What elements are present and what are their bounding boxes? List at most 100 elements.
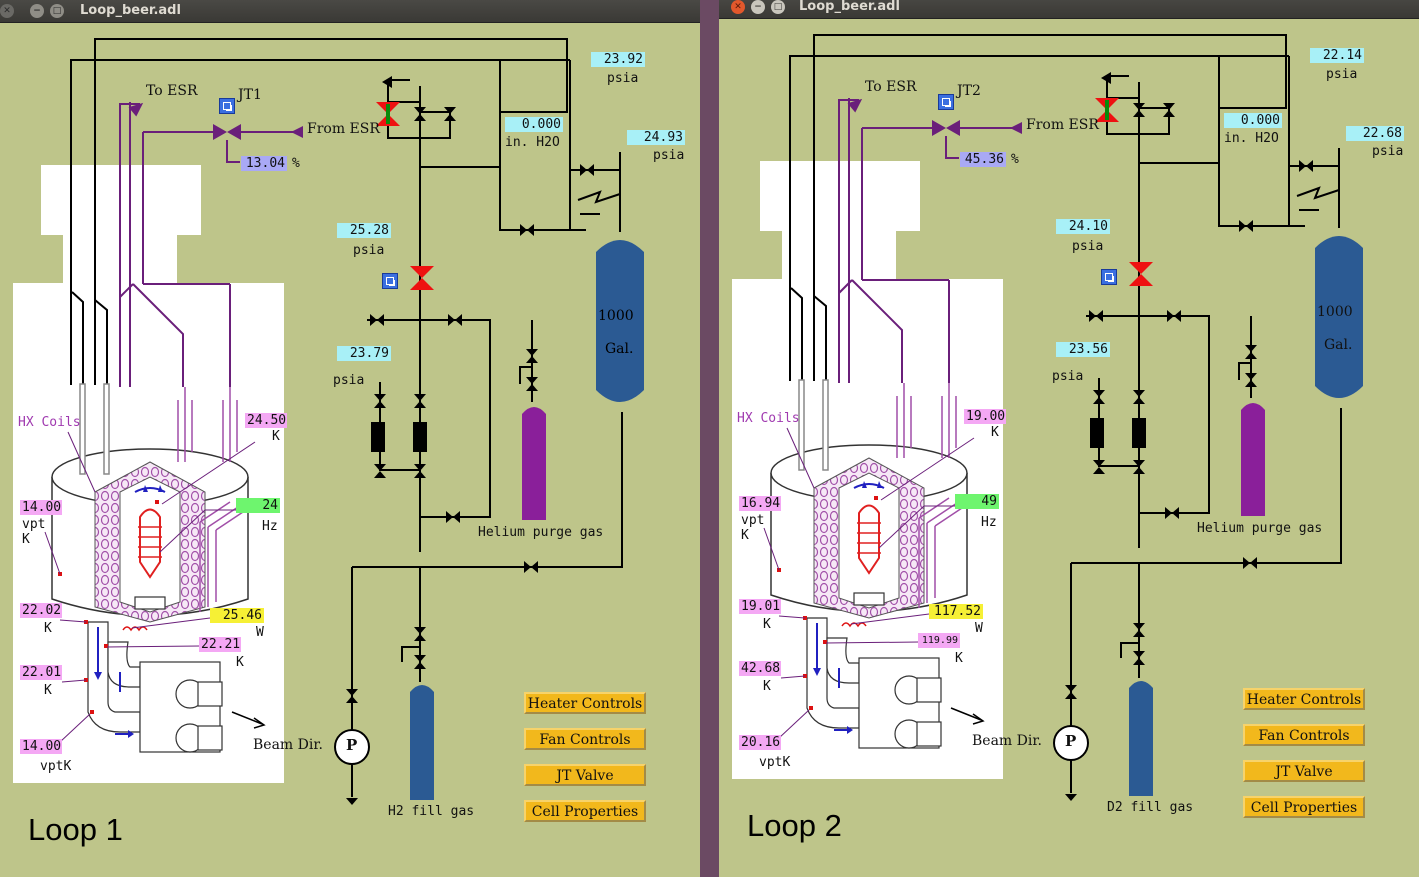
hx-temp-readout: 19.00 [964, 409, 1006, 424]
temp-b-unit: K [236, 655, 244, 670]
valve-control-button[interactable] [382, 273, 398, 289]
pump-label: P [1065, 732, 1077, 750]
temp-b-readout: 22.21 [199, 637, 241, 652]
titlebar[interactable]: ✕ − □ Loop_beer.adl [719, 0, 1419, 19]
jt-valve-control-button[interactable] [219, 98, 235, 114]
maximize-button[interactable]: □ [771, 0, 785, 14]
vpt-bottom-readout: 14.00 [20, 739, 62, 754]
psia-top-readout: 23.92 [591, 52, 645, 67]
heater-power-unit: W [975, 621, 983, 636]
psia-low-readout: 23.79 [337, 346, 391, 361]
psia-mid-unit: psia [353, 243, 385, 258]
schematic [732, 34, 1363, 801]
jt-valve-button[interactable]: JT Valve [1243, 760, 1365, 782]
heater-power-readout: 117.52 [929, 604, 983, 619]
fill-gas-bottle [410, 685, 434, 800]
window-loop-2: ✕ − □ Loop_beer.adl [719, 0, 1419, 877]
psia-top-readout: 22.14 [1310, 48, 1364, 63]
psia-right-unit: psia [653, 148, 685, 163]
vpt-top-readout: 16.94 [739, 496, 781, 511]
jt-percent-readout: 13.04 [241, 156, 287, 171]
in-h2o-unit: in. H2O [1224, 131, 1279, 146]
jt-percent-unit: % [1011, 152, 1019, 167]
hx-temp-unit: K [991, 425, 999, 440]
temp-c-unit: K [763, 679, 771, 694]
close-button[interactable]: ✕ [0, 4, 14, 18]
pump-label: P [346, 736, 358, 754]
window-title: Loop_beer.adl [799, 0, 900, 14]
from-esr-label: From ESR [1026, 117, 1099, 133]
jt-valve-button[interactable]: JT Valve [524, 764, 646, 786]
psia-right-readout: 24.93 [627, 130, 685, 145]
in-h2o-unit: in. H2O [505, 135, 560, 150]
helium-purge-label: Helium purge gas [1197, 521, 1323, 536]
temp-b-readout: 119.99 [918, 633, 960, 648]
maximize-button[interactable]: □ [50, 4, 64, 18]
loop-panel: To ESR From ESR JT2 45.36 % 22.14 psia 0… [719, 18, 1419, 873]
in-h2o-readout: 0.000 [1224, 113, 1282, 128]
cell-properties-button[interactable]: Cell Properties [524, 800, 646, 822]
minimize-button[interactable]: − [30, 4, 44, 18]
temp-b-unit: K [955, 651, 963, 666]
temp-a-unit: K [44, 621, 52, 636]
in-h2o-readout: 0.000 [505, 117, 563, 132]
psia-right-readout: 22.68 [1346, 126, 1404, 141]
helium-purge-label: Helium purge gas [478, 525, 604, 540]
temp-a-unit: K [763, 617, 771, 632]
schematic [13, 38, 644, 805]
fan-hz-readout: 24 [236, 498, 280, 513]
beam-dir-label: Beam Dir. [972, 733, 1042, 749]
fan-hz-readout: 49 [955, 494, 999, 509]
to-esr-label: To ESR [865, 79, 917, 95]
window-title: Loop_beer.adl [80, 3, 181, 18]
jt-percent-readout: 45.36 [960, 152, 1006, 167]
fan-controls-button[interactable]: Fan Controls [1243, 724, 1365, 746]
hx-coils-label: HX Coils [18, 415, 81, 430]
hx-temp-readout: 24.50 [245, 413, 287, 428]
cell-properties-button[interactable]: Cell Properties [1243, 796, 1365, 818]
heater-controls-button[interactable]: Heater Controls [1243, 688, 1365, 710]
fan-hz-unit: Hz [262, 519, 278, 534]
jt-name-label: JT2 [957, 83, 981, 99]
jt-percent-unit: % [292, 156, 300, 171]
hx-temp-unit: K [272, 429, 280, 444]
temp-a-readout: 19.01 [739, 599, 781, 614]
valve-control-button[interactable] [1101, 269, 1117, 285]
titlebar[interactable]: ✕ − □ Loop_beer.adl [0, 0, 700, 23]
heater-controls-button[interactable]: Heater Controls [524, 692, 646, 714]
tank-unit-label: Gal. [1324, 337, 1353, 353]
helium-bottle [522, 407, 546, 520]
psia-low-unit: psia [333, 373, 365, 388]
psia-low-unit: psia [1052, 369, 1084, 384]
target-cell-drawing [44, 383, 256, 753]
psia-right-unit: psia [1372, 144, 1404, 159]
psia-mid-readout: 24.10 [1056, 219, 1110, 234]
temp-a-readout: 22.02 [20, 603, 62, 618]
vpt-top-unit: vpt [741, 513, 765, 528]
vpt-top-unit: vpt [22, 517, 46, 532]
loop-label: Loop 2 [747, 808, 842, 843]
fan-hz-unit: Hz [981, 515, 997, 530]
fill-gas-label: D2 fill gas [1107, 800, 1194, 815]
window-loop-1: ✕ − □ Loop_beer.adl [0, 0, 700, 877]
temp-c-readout: 42.68 [739, 661, 781, 676]
vpt-bottom-unit: vptK [759, 755, 791, 770]
beam-dir-label: Beam Dir. [253, 737, 323, 753]
tank-volume-label: 1000 [1317, 304, 1353, 320]
to-esr-label: To ESR [146, 83, 198, 99]
psia-low-readout: 23.56 [1056, 342, 1110, 357]
vpt-top-readout: 14.00 [20, 500, 62, 515]
heater-power-unit: W [256, 625, 264, 640]
temp-c-readout: 22.01 [20, 665, 62, 680]
close-button[interactable]: ✕ [731, 0, 745, 14]
jt-valve-control-button[interactable] [938, 94, 954, 110]
psia-mid-readout: 25.28 [337, 223, 391, 238]
fan-controls-button[interactable]: Fan Controls [524, 728, 646, 750]
psia-top-unit: psia [1326, 67, 1358, 82]
fill-gas-label: H2 fill gas [388, 804, 475, 819]
jt-name-label: JT1 [238, 87, 262, 103]
from-esr-label: From ESR [307, 121, 380, 137]
minimize-button[interactable]: − [751, 0, 765, 14]
loop-label: Loop 1 [28, 812, 123, 847]
vpt-top-k-unit: K [22, 532, 30, 547]
